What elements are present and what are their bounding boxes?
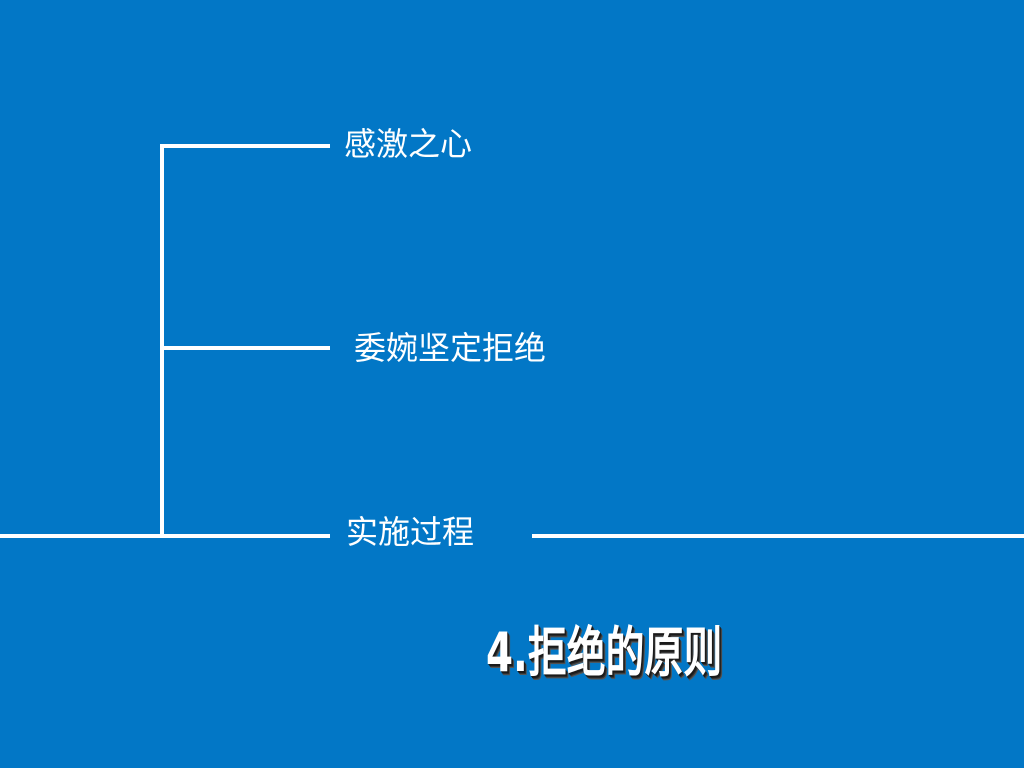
branch-label-implementation-process: 实施过程 <box>346 513 475 551</box>
baseline-left <box>0 534 330 538</box>
branch-line-2 <box>160 346 330 350</box>
branch-label-tactful-firm-refusal: 委婉坚定拒绝 <box>354 329 547 367</box>
slide-title: 4.拒绝的原则 <box>486 621 723 684</box>
branch-label-gratitude: 感激之心 <box>344 125 473 163</box>
branch-line-1 <box>160 144 330 148</box>
baseline-right <box>532 534 1024 538</box>
tree-trunk-line <box>160 144 164 538</box>
